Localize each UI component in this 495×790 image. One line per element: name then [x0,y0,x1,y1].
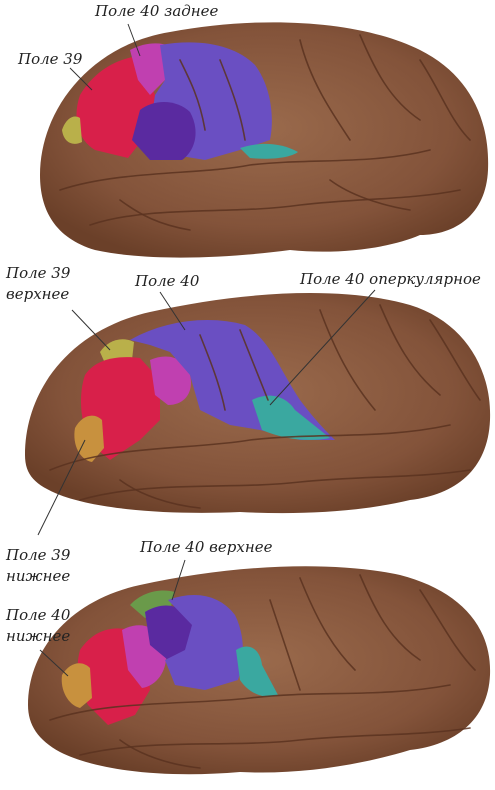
leader-mid-field39-upper [71,309,111,351]
region-field39-lower-orange-mid [74,415,104,462]
brain-middle [25,293,491,514]
region-field40-teal-top [240,143,298,159]
region-field40-teal-bot [236,646,278,697]
region-field40-lower-orange-bot [61,663,92,708]
brain-top [40,22,489,258]
label-top-field39: Поле 39 [18,50,83,68]
leader-bot-field40-lower [39,649,69,677]
label-top-field40-posterior: Поле 40 заднее [95,2,219,20]
label-mid-field39-upper-line1: Поле 39 [6,264,71,282]
region-field40-purple-top [132,101,196,160]
region-field39-small-yellow-top [62,116,82,144]
region-field40-magenta-mid [150,356,191,405]
leader-top-field40-posterior [127,23,141,57]
region-field40-magenta-top [130,43,170,95]
brain-middle-gyri [49,304,481,509]
label-bot-field39-lower-line1: Поле 39 [6,546,71,564]
label-mid-field40-opercular: Поле 40 оперкулярное [300,270,481,288]
label-bot-field40-lower-line1: Поле 40 [6,606,71,624]
label-bot-field40-upper: Поле 40 верхнее [140,538,273,556]
leader-top-field39 [69,67,93,91]
brain-bottom-gyri [49,574,476,769]
region-field40-blue-bot [165,595,243,690]
leader-mid-field40-opercular [269,289,376,406]
leader-bot-field39-lower [37,439,86,536]
leader-mid-field40 [159,291,186,331]
label-bot-field40-lower-line2: нижнее [6,627,71,645]
leader-bot-field40-upper [171,559,186,601]
label-bot-field39-lower-line2: нижнее [6,567,71,585]
label-mid-field39-upper-line2: верхнее [6,285,70,303]
brain-top-gyri [59,34,471,231]
region-field40-purple-bot [145,605,193,660]
label-mid-field40: Поле 40 [135,272,200,290]
brain-bottom [28,566,491,775]
region-field40-teal-mid [252,395,330,440]
